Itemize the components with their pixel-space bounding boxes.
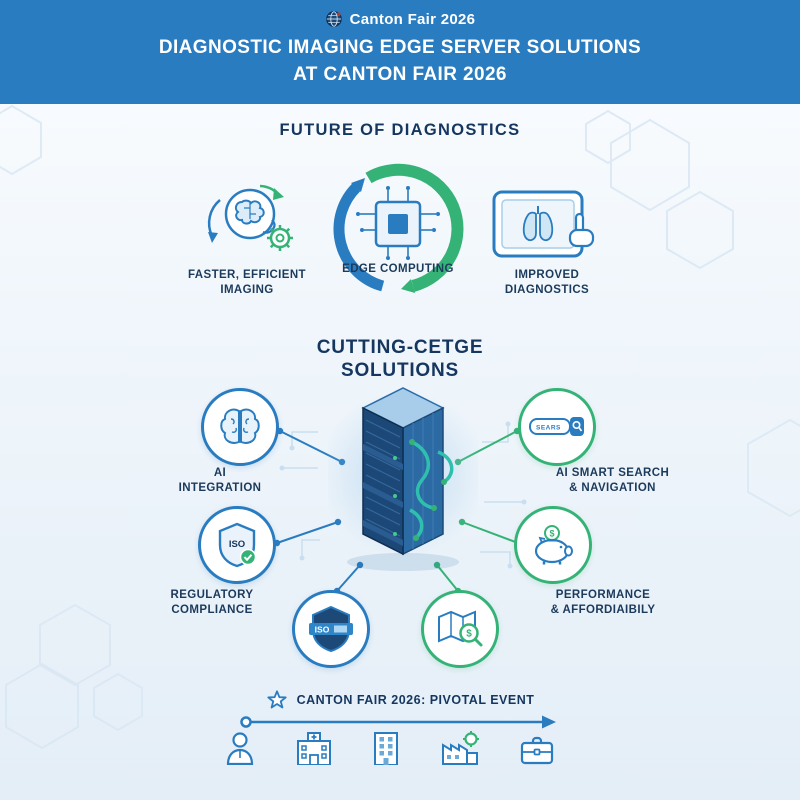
brand: Canton Fair 2026	[0, 10, 800, 28]
chip-icon	[356, 186, 440, 260]
lungs-icon	[522, 206, 554, 242]
brain-icon	[220, 408, 260, 444]
brand-text: Canton Fair 2026	[349, 10, 476, 28]
svg-text:$: $	[549, 529, 554, 539]
edge-computing-chip-cycle-icon	[333, 163, 464, 293]
timeline-arrow	[240, 715, 556, 729]
star-icon	[266, 690, 287, 709]
svg-text:ISO: ISO	[315, 625, 330, 635]
svg-text:SEARS: SEARS	[536, 425, 561, 432]
map-dollar-magnifier-icon: $	[438, 610, 483, 647]
map-value-node: $	[421, 590, 499, 668]
future-section-heading: FUTURE OF DIAGNOSTICS	[279, 121, 521, 139]
performance-affordability-node: $	[514, 506, 592, 584]
ai-smart-search-node: SEARS	[518, 388, 596, 466]
edge-server-illustration	[328, 386, 478, 576]
solutions-section-heading: CUTTING-CETGE SOLUTIONS	[316, 337, 484, 381]
gear-icon	[463, 731, 479, 747]
magnifier-icon	[572, 421, 583, 432]
piggy-bank-icon: $	[534, 525, 573, 565]
regulatory-compliance-label: REGULATORY COMPLIANCE	[170, 589, 254, 616]
server-status-lights	[393, 456, 397, 536]
briefcase-icon	[520, 736, 554, 765]
svg-text:$: $	[466, 629, 472, 640]
iso-certification-node: ISO	[292, 590, 370, 668]
event-icons-row	[0, 731, 800, 765]
faster-imaging-item	[198, 174, 303, 266]
search-bar-icon: SEARS	[529, 417, 584, 436]
edge-computing-label: EDGE COMPUTING	[342, 263, 454, 275]
header-bar: Canton Fair 2026 DIAGNOSTIC IMAGING EDGE…	[0, 0, 800, 104]
page-title: DIAGNOSTIC IMAGING EDGE SERVER SOLUTIONS…	[0, 34, 800, 88]
factory-icon	[442, 731, 479, 765]
edge-computing-item: EDGE COMPUTING	[318, 156, 478, 308]
globe-icon	[325, 11, 342, 27]
tablet-lungs-pointer-icon	[492, 190, 595, 258]
event-heading: CANTON FAIR 2026: PIVOTAL EVENT	[0, 689, 800, 711]
iso-shield-check-icon: ISO	[218, 522, 257, 568]
clinic-building-icon	[374, 732, 398, 765]
ai-integration-label: AI INTEGRATION	[178, 467, 262, 494]
svg-text:ISO: ISO	[229, 539, 245, 550]
doctor-icon	[226, 732, 254, 765]
ai-integration-node	[201, 388, 279, 466]
page-title-line2: AT CANTON FAIR 2026	[293, 64, 507, 85]
page-title-line1: DIAGNOSTIC IMAGING EDGE SERVER SOLUTIONS	[158, 37, 642, 58]
ai-smart-search-label: AI SMART SEARCH & NAVIGATION	[555, 467, 670, 494]
iso-shield-ribbon-icon: ISO	[309, 605, 353, 653]
logo-red-dot	[336, 12, 341, 16]
head-brain-gear-icon	[207, 184, 293, 251]
improved-diagnostics-item	[492, 188, 602, 266]
isometric-edge-server-icon	[328, 387, 478, 571]
hospital-icon	[297, 732, 331, 765]
faster-imaging-label: FASTER, EFFICIENT IMAGING	[188, 269, 306, 296]
gear-icon	[267, 225, 293, 251]
regulatory-compliance-node: ISO	[198, 506, 276, 584]
hand-pointer-icon	[568, 212, 595, 248]
event-heading-text: CANTON FAIR 2026: PIVOTAL EVENT	[296, 693, 535, 707]
improved-diagnostics-label: IMPROVED DIAGNOSTICS	[504, 269, 590, 296]
performance-affordability-label: PERFORMANCE & AFFORDIAIBILY	[550, 589, 656, 616]
server-cables	[409, 440, 454, 540]
